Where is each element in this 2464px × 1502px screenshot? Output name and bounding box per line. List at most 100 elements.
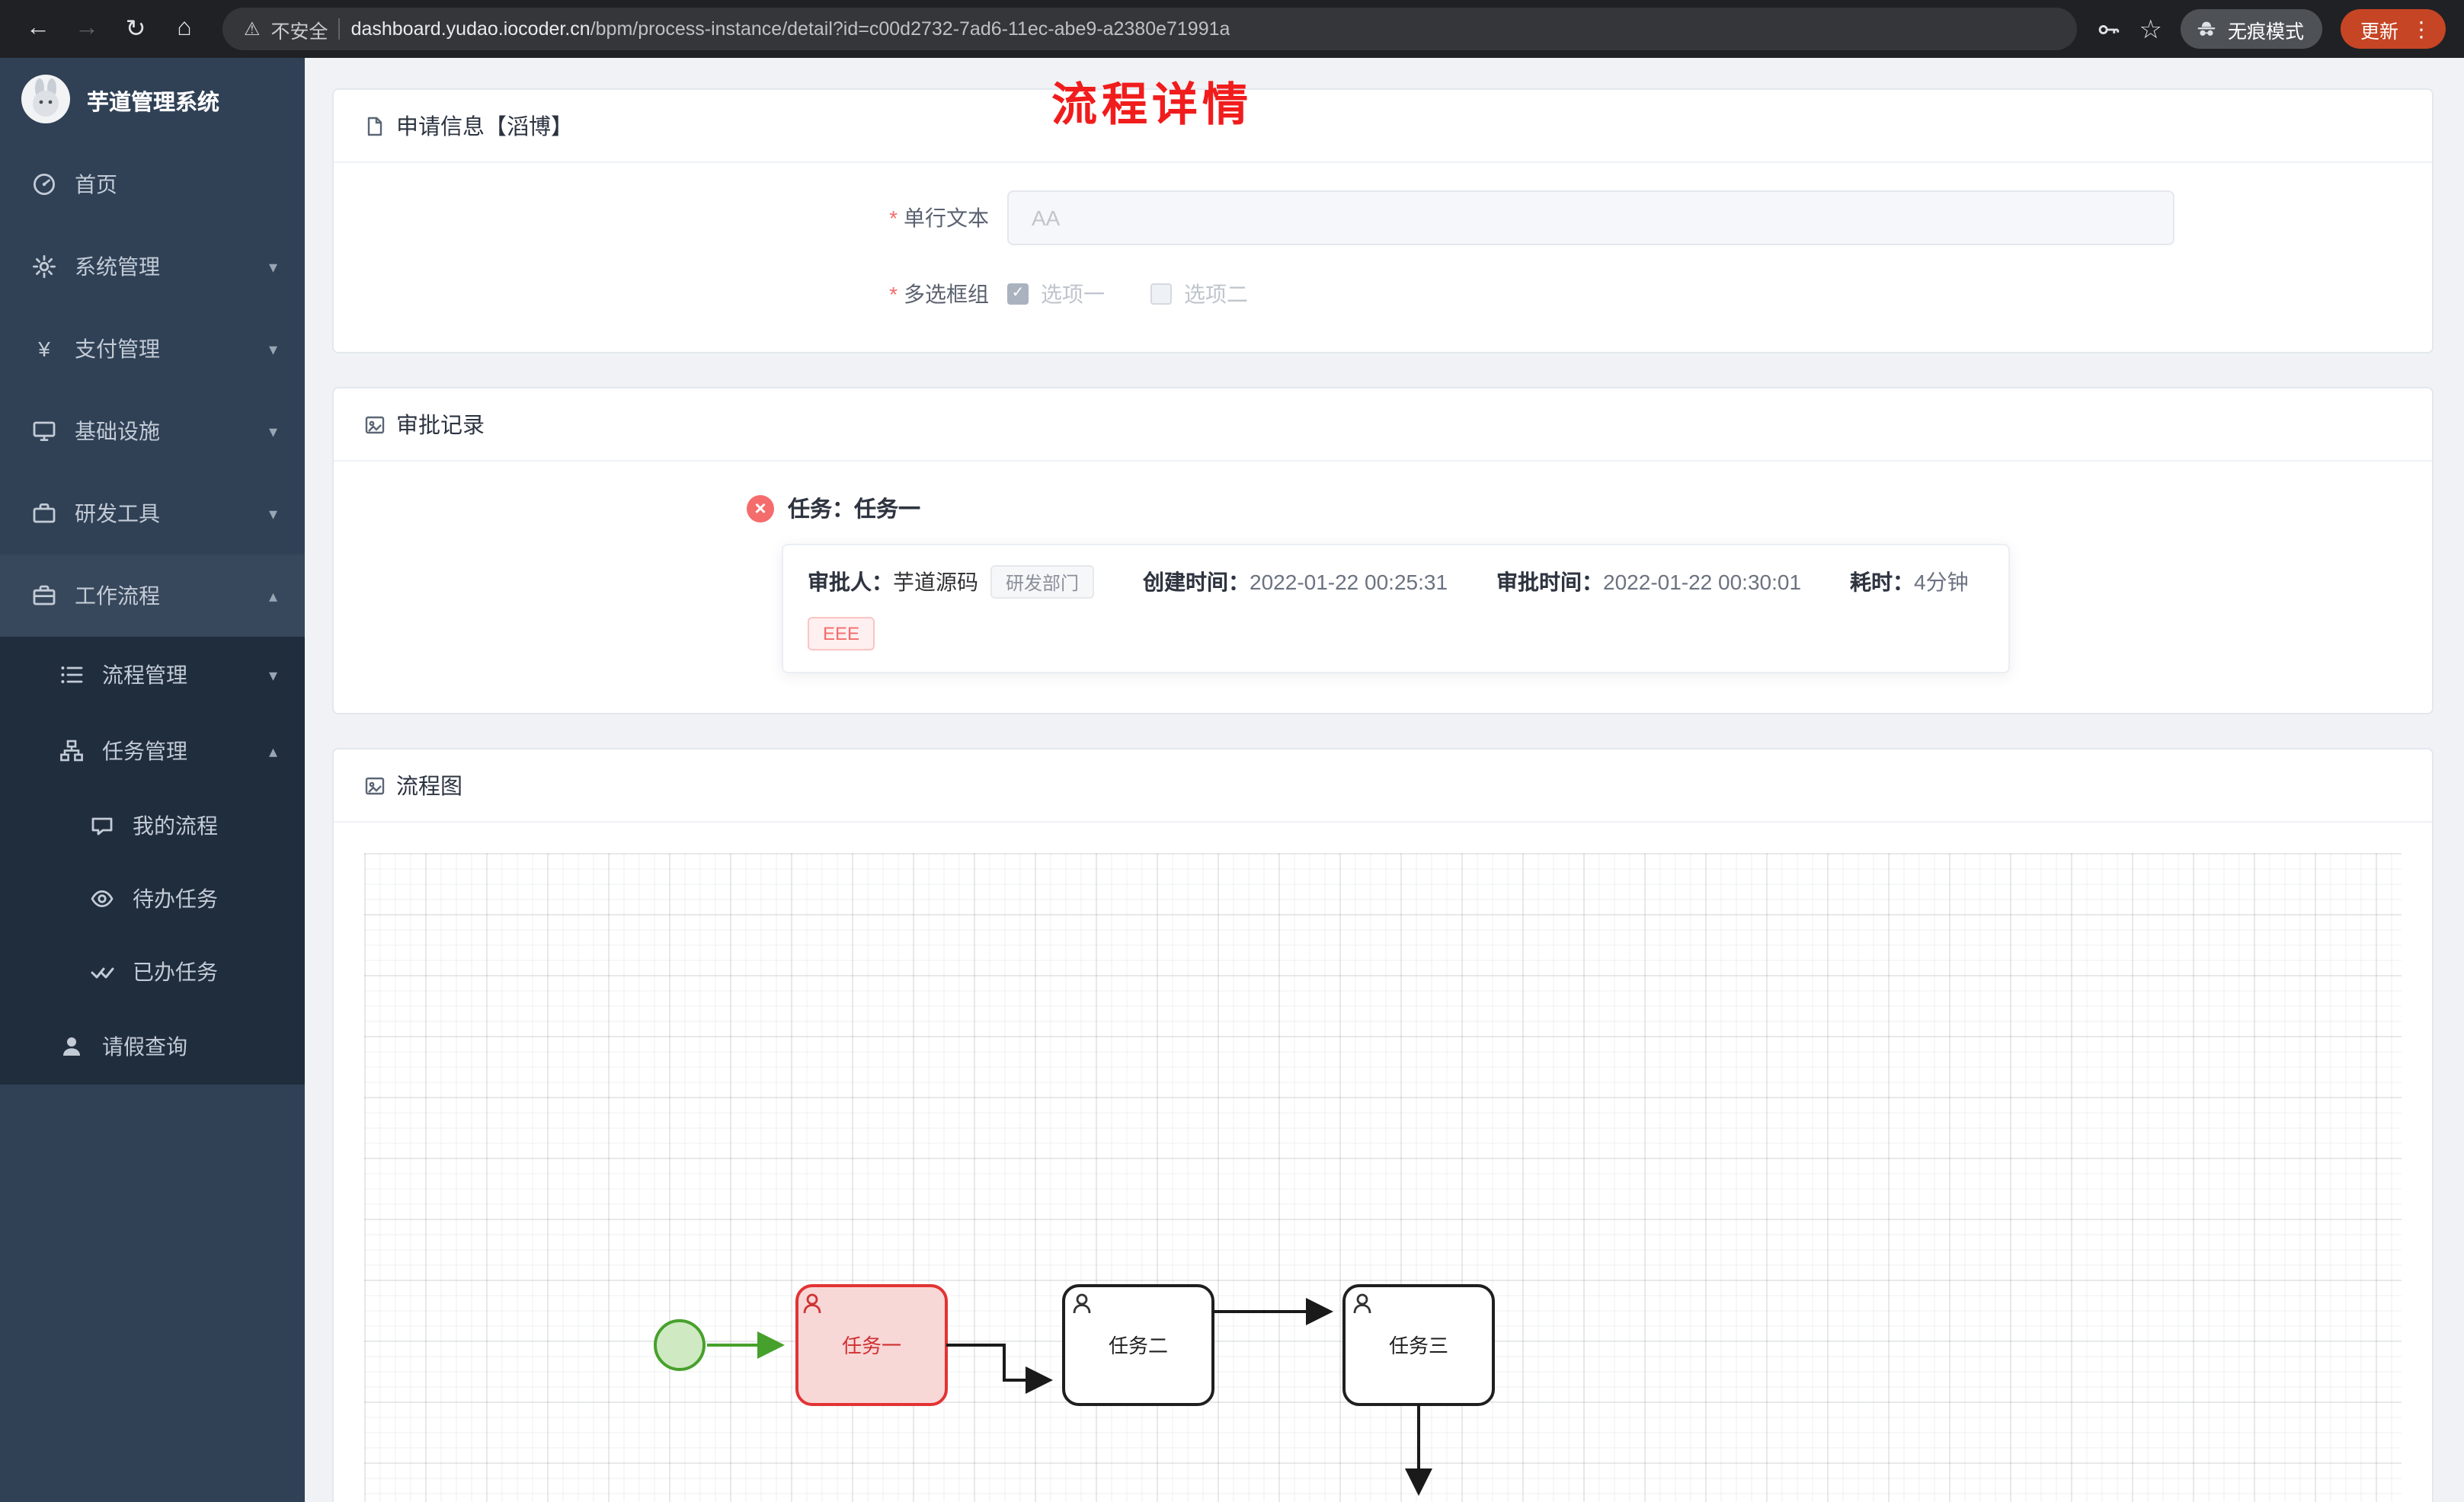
page-title: 流程详情 — [1051, 81, 1253, 131]
apply-info-card: 申请信息【滔博】 *单行文本 AA *多选框组 ✓ — [332, 88, 2434, 353]
sidebar-item-label: 基础设施 — [75, 419, 160, 443]
brand-name: 芋道管理系统 — [87, 91, 219, 115]
checkbox-option1[interactable]: ✓ 选项一 — [1007, 279, 1105, 309]
sidebar-item-label: 研发工具 — [75, 501, 160, 526]
duration-value: 4分钟 — [1914, 570, 1969, 594]
create-time-value: 2022-01-22 00:25:31 — [1250, 570, 1448, 594]
approver-meta: 审批人：芋道源码 — [808, 567, 978, 597]
bpmn-task2-user-icon — [1073, 1293, 1091, 1314]
browser-actions: ☆ 无痕模式 更新 ⋮ — [2091, 9, 2449, 49]
reload-icon[interactable]: ↻ — [125, 17, 146, 43]
process-diagram-title: 流程图 — [396, 775, 462, 800]
apply-info-title: 申请信息【滔博】 — [396, 116, 573, 140]
bookmark-star-icon[interactable]: ☆ — [2139, 14, 2162, 43]
menu-dots-icon[interactable]: ⋮ — [2411, 17, 2432, 41]
bpmn-task1-label: 任务一 — [842, 1334, 901, 1357]
create-time-label: 创建时间： — [1143, 570, 1250, 594]
key-icon[interactable] — [2094, 16, 2120, 42]
task-rejected-icon: × — [747, 494, 774, 522]
address-bar[interactable]: ⚠ 不安全 dashboard.yudao.iocoder.cn/bpm/pro… — [222, 8, 2077, 50]
not-secure-label: 不安全 — [270, 21, 328, 42]
chevron-up-icon: ▴ — [268, 743, 277, 761]
duration-label: 耗时： — [1850, 570, 1915, 594]
checkbox-field-label-text: 多选框组 — [904, 282, 989, 306]
sidebar-item-system[interactable]: 系统管理 ▾ — [0, 225, 305, 308]
approval-record-title: 审批记录 — [396, 414, 485, 439]
list-icon — [58, 663, 85, 687]
sidebar-item-my-process[interactable]: 我的流程 — [0, 789, 305, 862]
sidebar-item-payment[interactable]: ¥ 支付管理 ▾ — [0, 308, 305, 390]
checkbox-field-label: *多选框组 — [334, 279, 1007, 309]
sidebar-item-infra[interactable]: 基础设施 ▾ — [0, 390, 305, 472]
process-diagram-header: 流程图 — [334, 749, 2432, 823]
url-domain: dashboard.yudao.iocoder.cn — [350, 18, 590, 40]
brand-logo — [20, 72, 72, 129]
update-button[interactable]: 更新 ⋮ — [2340, 9, 2446, 49]
sidebar-item-workflow[interactable]: 工作流程 ▴ — [0, 554, 305, 637]
chat-icon — [88, 813, 116, 838]
chevron-down-icon: ▾ — [268, 666, 277, 685]
bpmn-task2-node[interactable] — [1062, 1284, 1214, 1406]
text-input-value: AA — [1032, 206, 1061, 230]
bpmn-svg: 任务一 任务二 — [654, 1284, 1495, 1496]
back-icon[interactable]: ← — [26, 15, 50, 41]
approval-meta-row: 审批人：芋道源码 研发部门 创建时间：2022-01-22 00:25:31 审… — [808, 565, 1984, 599]
not-secure-icon: ⚠ — [244, 18, 261, 40]
apply-form: *单行文本 AA *多选框组 ✓ 选项一 — [334, 163, 2432, 352]
bpmn-start-event[interactable] — [654, 1319, 706, 1371]
text-field-label: *单行文本 — [334, 203, 1007, 233]
chevron-down-icon: ▾ — [268, 258, 277, 276]
bpmn-task1-user-icon — [803, 1293, 821, 1314]
browser-toolbar: ← → ↻ ⌂ ⚠ 不安全 dashboard.yudao.iocoder.cn… — [0, 0, 2464, 58]
home-icon[interactable]: ⌂ — [177, 15, 192, 41]
text-field-label-text: 单行文本 — [904, 206, 989, 230]
reason-tag: EEE — [808, 617, 875, 650]
form-row-text: *单行文本 AA — [334, 190, 2432, 245]
sidebar-item-home[interactable]: 首页 — [0, 143, 305, 225]
sidebar-item-label: 请假查询 — [102, 1034, 187, 1059]
required-marker: * — [889, 282, 898, 306]
chevron-down-icon: ▾ — [268, 505, 277, 523]
text-input[interactable]: AA — [1007, 190, 2174, 245]
person-icon — [58, 1034, 85, 1059]
process-diagram-card: 流程图 — [332, 748, 2434, 1502]
bpmn-canvas[interactable]: 任务一 任务二 — [364, 853, 2402, 1502]
timeline-item-head: × 任务：任务一 — [747, 492, 2402, 524]
checkbox-option2[interactable]: 选项二 — [1150, 279, 1248, 309]
sidebar-item-label: 任务管理 — [102, 739, 187, 763]
forward-icon[interactable]: → — [75, 15, 99, 41]
form-row-checkbox: *多选框组 ✓ 选项一 选项二 — [334, 279, 2432, 309]
chevron-down-icon: ▾ — [268, 423, 277, 441]
sidebar: 芋道管理系统 首页 系统管理 ▾ ¥ — [0, 58, 305, 1502]
eye-icon — [88, 887, 116, 911]
org-tree-icon — [58, 739, 85, 763]
apply-info-header: 申请信息【滔博】 — [334, 90, 2432, 163]
sidebar-item-done-tasks[interactable]: 已办任务 — [0, 935, 305, 1008]
sidebar-item-label: 系统管理 — [75, 254, 160, 279]
approve-time-meta: 审批时间：2022-01-22 00:30:01 — [1496, 567, 1801, 597]
sidebar-item-task-mgmt[interactable]: 任务管理 ▴ — [0, 713, 305, 789]
approval-timeline: × 任务：任务一 审批人：芋道源码 研发部门 创建时间：2022-01-22 0… — [334, 462, 2432, 713]
monitor-icon — [30, 419, 58, 443]
chevron-up-icon: ▴ — [268, 587, 277, 606]
omnibox-divider — [338, 18, 341, 40]
sidebar-item-label: 已办任务 — [133, 960, 218, 984]
approval-record-card: 审批记录 × 任务：任务一 审批人：芋道源码 研发部门 创建时间：2022-01… — [332, 387, 2434, 714]
sidebar-item-todo-tasks[interactable]: 待办任务 — [0, 862, 305, 935]
sidebar-item-label: 待办任务 — [133, 887, 218, 911]
sidebar-menu: 首页 系统管理 ▾ ¥ 支付管理 ▾ — [0, 143, 305, 1085]
diagram-body: 任务一 任务二 — [334, 823, 2432, 1502]
approver-label: 审批人： — [808, 570, 893, 594]
sidebar-item-process-mgmt[interactable]: 流程管理 ▾ — [0, 637, 305, 713]
incognito-label: 无痕模式 — [2227, 21, 2304, 42]
workflow-submenu: 流程管理 ▾ 任务管理 ▴ 我的流程 — [0, 637, 305, 1085]
checkbox-checked-icon: ✓ — [1007, 283, 1029, 305]
picture-icon — [364, 775, 386, 796]
brand: 芋道管理系统 — [0, 58, 305, 143]
sidebar-item-label: 工作流程 — [75, 583, 160, 608]
app-shell: 芋道管理系统 首页 系统管理 ▾ ¥ — [0, 58, 2464, 1502]
url-text: dashboard.yudao.iocoder.cn/bpm/process-i… — [351, 18, 1230, 40]
sidebar-item-leave-query[interactable]: 请假查询 — [0, 1008, 305, 1085]
sidebar-item-devtools[interactable]: 研发工具 ▾ — [0, 472, 305, 554]
bpmn-task3-user-icon — [1353, 1293, 1371, 1314]
